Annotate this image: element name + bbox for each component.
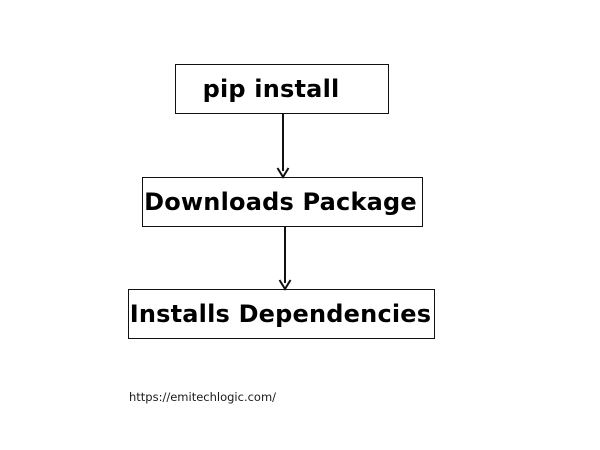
- arrow-step1-to-step2: [276, 114, 290, 179]
- source-url-text: https://emitechlogic.com/: [129, 390, 277, 404]
- step-label-installs-dependencies: Installs Dependencies: [129, 300, 432, 328]
- arrow-head-icon: [276, 167, 290, 179]
- step-box-downloads-package: Downloads Package: [142, 177, 423, 227]
- step-box-pip-install: pip install: [175, 64, 389, 114]
- step-label-downloads-package: Downloads Package: [144, 188, 417, 216]
- arrow-step2-to-step3: [278, 227, 292, 291]
- step-label-pip-install: pip install: [202, 75, 340, 103]
- arrow-head-icon: [278, 279, 292, 291]
- step-box-installs-dependencies: Installs Dependencies: [128, 289, 435, 339]
